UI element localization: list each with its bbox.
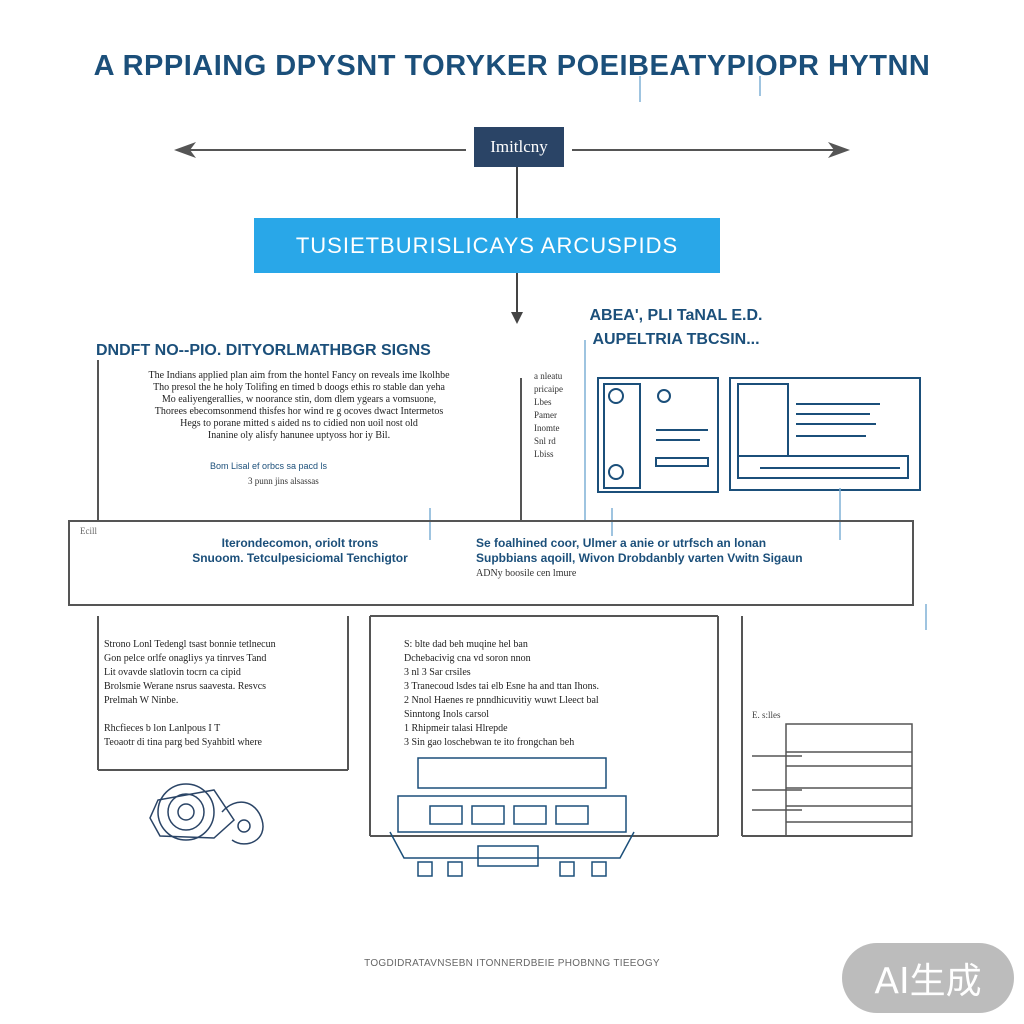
side-note: Pamer: [534, 410, 557, 420]
footer-caption: TOGDIDRATAVNSEBN ITONNERDBEIE PHOBNNG TI…: [364, 958, 660, 969]
column-line: Gon pelce orlfe onagliys ya tinrves Tand: [104, 653, 267, 664]
side-note: Lbes: [534, 397, 552, 407]
left-column-text: Strono Lonl Tedengl tsast bonnie tetlnec…: [104, 638, 344, 750]
column-line: Sinntong Inols carsol: [404, 709, 489, 720]
summary-left-line2: Snuoom. Tetculpesiciomal Tenchigtor: [192, 551, 408, 565]
column-line: Teoaotr di tina parg bed Syahbitl where: [104, 737, 262, 748]
side-note: Snl rd: [534, 436, 556, 446]
paragraph-line: The Indians applied plan aim from the ho…: [148, 370, 450, 381]
right-arrowhead: [828, 142, 850, 158]
column-line: 3 Tranecoud lsdes tai elb Esne ha and tt…: [404, 681, 599, 692]
paragraph-line: Thorees ebecomsonmend thisfes hor wind r…: [154, 406, 444, 417]
side-notes: a nleatu pricaipe Lbes Pamer Inomte Snl …: [534, 370, 590, 461]
summary-right-text: Se foalhined coor, Ulmer a anie or utrfs…: [476, 536, 836, 581]
left-arrowhead: [174, 142, 196, 158]
paragraph-line: Hegs to porane mitted s aided ns to cidi…: [180, 418, 418, 429]
top-node-label: Imitlcny: [490, 137, 548, 156]
top-node-box: Imitlcny: [474, 127, 564, 167]
summary-right-line1: Se foalhined coor, Ulmer a anie or utrfs…: [476, 536, 767, 550]
ai-generated-badge: AI生成: [842, 943, 1014, 1013]
column-line: Rhcfieces b lon Lanlpous I T: [104, 723, 221, 734]
right-heading-line2: AUPELTRIA TBCSIN...: [592, 331, 760, 348]
column-line: S: blte dad beh muqine hel ban: [404, 639, 528, 650]
paragraph-line: Tho presol the he holy Tolifing en timed…: [153, 382, 445, 393]
column-line: 2 Nnol Haenes re pnndhicuvitiy wuwt Llee…: [404, 695, 599, 706]
column-line: 3 Sin gao loschebwan te ito frongchan be…: [404, 737, 575, 748]
column-line: Brolsmie Werane nsrus saavesta. Resvcs: [104, 681, 267, 692]
ui-sketch-left: [597, 377, 719, 493]
banner-label: TUSIETBURISLICAYS ARCUSPIDS: [295, 232, 679, 258]
summary-box-label: Ecill: [80, 526, 97, 536]
left-section-heading: DNDFT NO--PIO. DITYORLMATHBGR SIGNS: [96, 342, 431, 359]
paragraph-line: Inanine oly alisfy hanunee uptyoss hor i…: [207, 430, 391, 441]
column-line: 3 nl 3 Sar crsiles: [404, 667, 471, 678]
column-line: 1 Rhipmeir talasi Hlrepde: [404, 723, 508, 734]
column-line: Lit ovavde slatlovin tocrn ca cipid: [104, 667, 241, 678]
hardware-sketch-center: [389, 757, 635, 877]
summary-right-line2: Supbbians aqoill, Wivon Drobdanbly varte…: [476, 551, 803, 565]
column-line: Dchebacivig cna vd soron nnon: [404, 653, 531, 664]
banner-arrowhead: [511, 312, 523, 324]
right-column-label: E. s:lles: [752, 710, 781, 720]
paragraph-line: Mo ealiyengerallies, w noorance stin, do…: [161, 394, 437, 405]
summary-box: [68, 520, 914, 606]
middle-column-text: S: blte dad beh muqine hel ban Dchebaciv…: [404, 638, 684, 750]
caption-link: Bom Lisal ef orbcs sa pacd ls: [210, 461, 328, 471]
side-note: a nleatu: [534, 371, 563, 381]
side-note: Lbiss: [534, 449, 554, 459]
column-line: [104, 708, 344, 722]
summary-left-text: Iterondecomon, oriolt trons Snuoom. Tetc…: [150, 536, 450, 566]
side-note: pricaipe: [534, 384, 563, 394]
ui-sketch-right: [729, 377, 921, 491]
right-heading-line1: ABEA', PLI TaNAL E.D.: [589, 307, 763, 324]
left-paragraph: The Indians applied plan aim from the ho…: [104, 370, 494, 442]
side-note: Inomte: [534, 423, 560, 433]
decorative-ticks: [429, 76, 927, 630]
caption-sub: 3 punn jins alsassas: [248, 476, 319, 486]
summary-right-line3: ADNy boosile cen lmure: [476, 568, 577, 579]
device-sketch-left: [149, 783, 264, 845]
main-banner: TUSIETBURISLICAYS ARCUSPIDS: [254, 218, 720, 273]
page-title: A RPPIAING DPYSNT TORYKER POEIBEATYPIOPR…: [93, 50, 931, 82]
list-sketch: [752, 723, 913, 837]
column-line: Strono Lonl Tedengl tsast bonnie tetlnec…: [104, 639, 276, 650]
summary-left-line1: Iterondecomon, oriolt trons: [221, 536, 379, 550]
column-line: Prelmah W Ninbe.: [104, 695, 179, 706]
ai-badge-label: AI生成: [874, 961, 982, 1002]
right-section-heading: ABEA', PLI TaNAL E.D. AUPELTRIA TBCSIN..…: [556, 304, 796, 352]
